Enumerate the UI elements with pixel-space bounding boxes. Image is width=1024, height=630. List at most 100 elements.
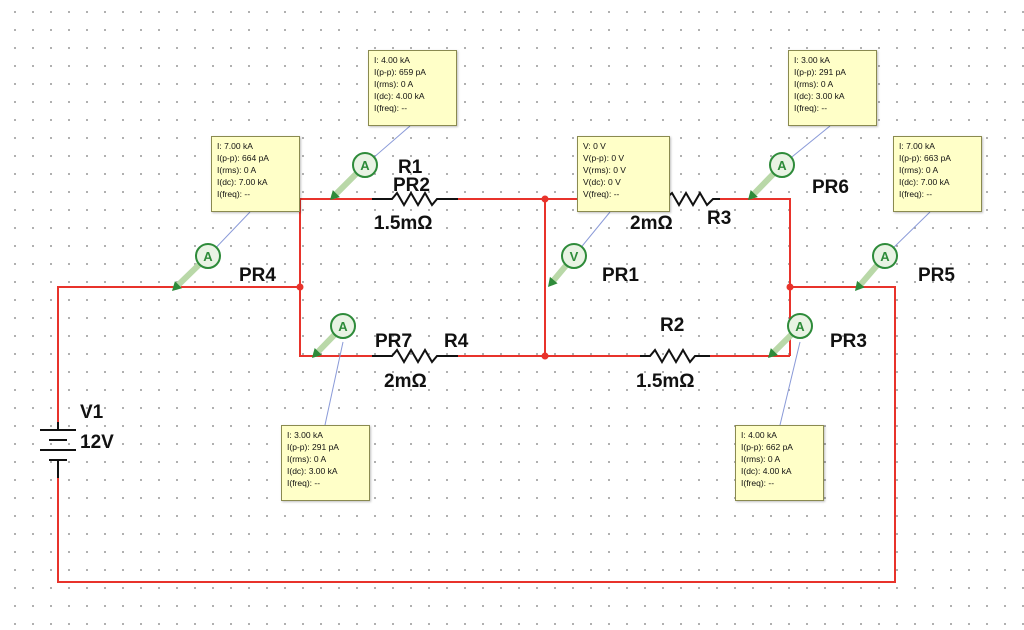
- wires[interactable]: [57, 198, 896, 583]
- readout-line: V(dc): 0 V: [583, 177, 621, 187]
- readout-line: I(rms): 0 A: [287, 454, 327, 464]
- probe-stem: [331, 170, 360, 199]
- wire-r3-out: [720, 198, 791, 356]
- pr1-readout[interactable]: V: 0 V V(p-p): 0 V V(rms): 0 V V(dc): 0 …: [577, 136, 670, 212]
- ammeter-icon: A: [203, 249, 213, 264]
- probe-leaders: [207, 125, 931, 426]
- probe-arrow-icon: [768, 348, 778, 358]
- wire-left-loop: [57, 286, 300, 422]
- pr5-readout[interactable]: I: 7.00 kA I(p-p): 663 pA I(rms): 0 A I(…: [893, 136, 982, 212]
- pr7-name-label: PR7: [375, 331, 412, 352]
- wire-top-r1: [299, 198, 372, 287]
- probe-stem: [548, 262, 570, 286]
- readout-line: I: 3.00 kA: [287, 430, 323, 440]
- junction-dot: [541, 195, 549, 203]
- pr4-readout[interactable]: I: 7.00 kA I(p-p): 664 pA I(rms): 0 A I(…: [211, 136, 300, 212]
- junction-dot: [541, 352, 549, 360]
- probe-arrow-icon: [312, 348, 322, 358]
- probe-circle: [787, 313, 813, 339]
- probe-arrow-icon: [748, 190, 758, 200]
- probe-circle: [561, 243, 587, 269]
- pr6-probe[interactable]: A: [748, 152, 795, 200]
- readout-line: I(freq): --: [741, 478, 775, 488]
- readout-line: I(p-p): 291 pA: [794, 67, 846, 77]
- probe-arrow-icon: [330, 190, 340, 200]
- pr7-probe[interactable]: A: [312, 313, 356, 358]
- ammeter-icon: A: [880, 249, 890, 264]
- readout-line: I: 7.00 kA: [217, 141, 253, 151]
- readout-line: V(rms): 0 V: [583, 165, 626, 175]
- voltmeter-icon: V: [570, 249, 579, 264]
- readout-line: I(p-p): 664 pA: [217, 153, 269, 163]
- r3-value-label: 2mΩ: [630, 213, 673, 234]
- readout-line: I(freq): --: [287, 478, 321, 488]
- pr1-probe[interactable]: V: [548, 243, 587, 287]
- readout-line: I: 4.00 kA: [374, 55, 410, 65]
- ammeter-icon: A: [795, 319, 805, 334]
- readout-line: I(dc): 4.00 kA: [741, 466, 792, 476]
- r4-value-label: 2mΩ: [384, 371, 427, 392]
- ammeter-icon: A: [777, 158, 787, 173]
- leader-pr7: [324, 341, 344, 426]
- probe-circle: [352, 152, 378, 178]
- probe-circle: [872, 243, 898, 269]
- pr4-probe[interactable]: A: [172, 243, 221, 291]
- readout-line: I(dc): 4.00 kA: [374, 91, 425, 101]
- junctions: [296, 195, 794, 360]
- junction-dot: [296, 283, 304, 291]
- ammeter-icon: A: [360, 158, 370, 173]
- probe-circle: [195, 243, 221, 269]
- readout-line: I: 4.00 kA: [741, 430, 777, 440]
- resistor-r4-symbol[interactable]: [372, 348, 458, 364]
- pr5-probe[interactable]: A: [855, 243, 898, 291]
- readout-line: V: 0 V: [583, 141, 606, 151]
- readout-line: I(freq): --: [374, 103, 408, 113]
- battery-v1-symbol[interactable]: [40, 422, 76, 478]
- resistor-r2-symbol[interactable]: [640, 348, 710, 364]
- readout-line: V(p-p): 0 V: [583, 153, 625, 163]
- r2-value-label: 1.5mΩ: [636, 371, 695, 392]
- pr2-name-label: PR2: [393, 175, 430, 196]
- probe-stem: [769, 331, 795, 357]
- r1-value-label: 1.5mΩ: [374, 213, 433, 234]
- probe-stem: [313, 331, 338, 357]
- probe-arrow-icon: [548, 276, 558, 287]
- readout-line: I(rms): 0 A: [899, 165, 939, 175]
- pr7-readout[interactable]: I: 3.00 kA I(p-p): 291 pA I(rms): 0 A I(…: [281, 425, 370, 501]
- probe-arrow-icon: [172, 281, 182, 291]
- readout-line: I(freq): --: [794, 103, 828, 113]
- pr3-readout[interactable]: I: 4.00 kA I(p-p): 662 pA I(rms): 0 A I(…: [735, 425, 824, 501]
- readout-line: I(p-p): 662 pA: [741, 442, 793, 452]
- readout-line: I: 3.00 kA: [794, 55, 830, 65]
- probe-circle: [330, 313, 356, 339]
- pr3-name-label: PR3: [830, 331, 867, 352]
- ammeter-icon: A: [338, 319, 348, 334]
- pr5-name-label: PR5: [918, 265, 955, 286]
- readout-line: I(rms): 0 A: [741, 454, 781, 464]
- readout-line: I(rms): 0 A: [217, 165, 257, 175]
- wire-lower-r4: [299, 287, 372, 357]
- readout-line: I(rms): 0 A: [794, 79, 834, 89]
- pr2-readout[interactable]: I: 4.00 kA I(p-p): 659 pA I(rms): 0 A I(…: [368, 50, 457, 126]
- readout-line: I(freq): --: [217, 189, 251, 199]
- pr6-name-label: PR6: [812, 177, 849, 198]
- readout-line: I(dc): 3.00 kA: [287, 466, 338, 476]
- readout-line: I(p-p): 659 pA: [374, 67, 426, 77]
- resistor-r3-symbol[interactable]: [664, 191, 720, 207]
- pr2-probe[interactable]: A: [330, 152, 378, 200]
- r2-name-label: R2: [660, 315, 685, 336]
- probe-stem: [749, 170, 777, 199]
- probe-arrow-icon: [855, 280, 865, 291]
- r3-name-label: R3: [707, 208, 732, 229]
- pr6-readout[interactable]: I: 3.00 kA I(p-p): 291 pA I(rms): 0 A I(…: [788, 50, 877, 126]
- v1-value-label: 12V: [80, 432, 114, 453]
- pr3-probe[interactable]: A: [768, 313, 813, 358]
- readout-line: V(freq): --: [583, 189, 620, 199]
- resistor-r1-symbol[interactable]: [372, 191, 458, 207]
- pr4-name-label: PR4: [239, 265, 276, 286]
- readout-line: I(dc): 7.00 kA: [217, 177, 268, 187]
- readout-line: I(dc): 3.00 kA: [794, 91, 845, 101]
- readout-line: I(p-p): 291 pA: [287, 442, 339, 452]
- probe-stem: [855, 262, 881, 290]
